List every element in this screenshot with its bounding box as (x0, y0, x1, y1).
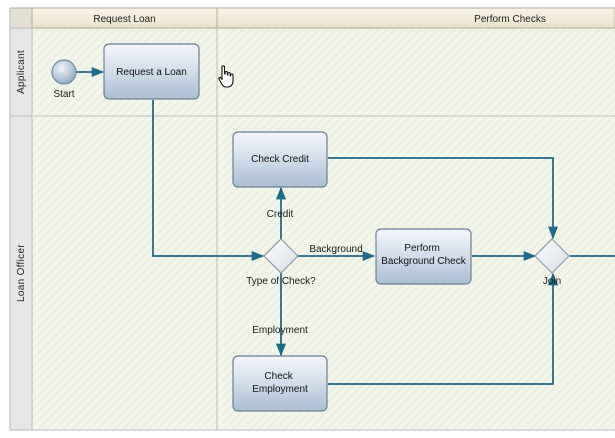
task-perform-background-check-line-1: Perform (404, 243, 440, 254)
task-perform-background-check[interactable]: Perform Background Check (375, 228, 472, 285)
lane-header-loan-officer-label: Loan Officer (16, 244, 27, 302)
gateway-join-label: Join (543, 276, 561, 287)
sequence-flows (76, 66, 615, 385)
lane-header-loan-officer: Loan Officer (9, 115, 33, 431)
lane-header-applicant-label: Applicant (16, 50, 27, 94)
flow-label-background: Background (309, 244, 362, 255)
task-check-employment[interactable]: Check Employment (232, 355, 328, 412)
task-check-employment-label: Check Employment (252, 371, 308, 395)
task-check-credit[interactable]: Check Credit (232, 131, 328, 188)
start-event-label: Start (53, 89, 74, 100)
flow-credit-to-join (328, 157, 559, 240)
start-event-circle-icon (51, 59, 77, 85)
gateway-type-of-check-label: Type of Check? (246, 276, 316, 287)
task-check-credit-line-1: Check Credit (251, 154, 309, 165)
gateway-type-of-check-diamond-icon (263, 238, 299, 274)
start-event[interactable]: Start (51, 59, 77, 100)
task-check-employment-line-1: Check (264, 371, 293, 382)
task-perform-background-check-label: Perform Background Check (381, 243, 466, 267)
column-header-request-loan: Request Loan (31, 7, 218, 29)
gateway-type-of-check[interactable]: Type of Check? (246, 238, 316, 287)
gateway-join-diamond-icon (534, 238, 570, 274)
column-header-request-loan-label: Request Loan (93, 14, 155, 25)
hand-cursor-icon (218, 65, 234, 88)
column-header-perform-checks: Perform Checks (216, 7, 615, 29)
flow-label-credit: Credit (267, 209, 294, 220)
lane-header-applicant: Applicant (9, 27, 33, 117)
task-perform-background-check-line-2: Background Check (381, 256, 466, 267)
task-check-credit-label: Check Credit (251, 154, 309, 165)
task-request-loan[interactable]: Request a Loan (103, 43, 200, 100)
task-request-loan-line-1: Request a Loan (116, 67, 187, 78)
flow-employment-to-join (328, 272, 559, 385)
header-corner (9, 7, 33, 29)
flow-request-to-gateway (152, 100, 265, 262)
column-header-perform-checks-label: Perform Checks (474, 14, 546, 25)
task-request-loan-label: Request a Loan (116, 67, 187, 78)
task-check-employment-line-2: Employment (252, 384, 308, 395)
gateway-join[interactable]: Join (534, 238, 570, 287)
flow-label-employment: Employment (252, 325, 308, 336)
